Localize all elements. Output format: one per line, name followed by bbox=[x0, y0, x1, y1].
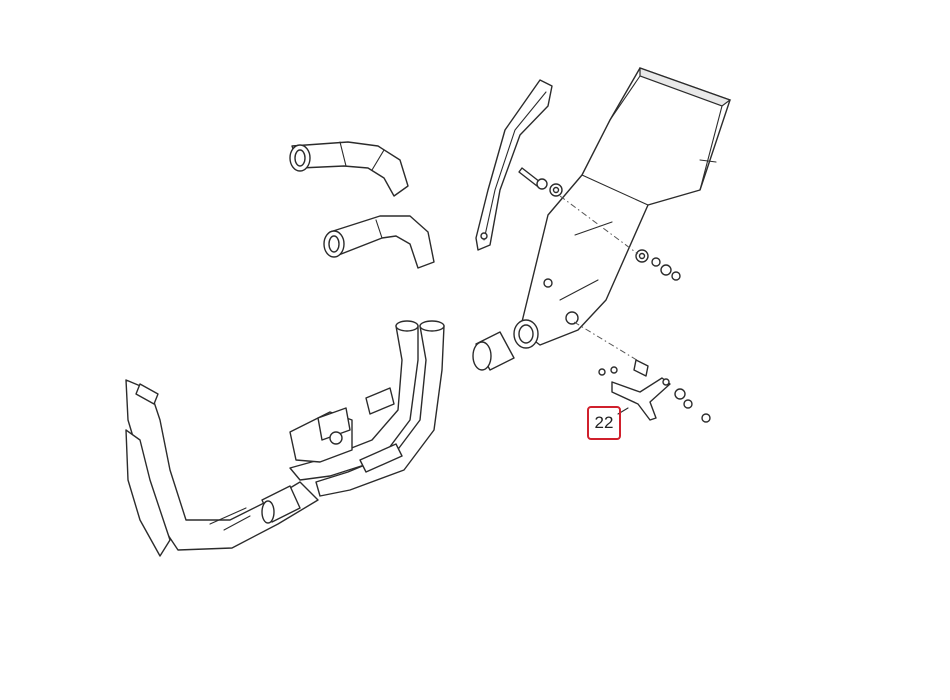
clamp-assembly bbox=[261, 387, 403, 524]
connector-sleeve bbox=[472, 331, 515, 371]
hanger-strap bbox=[475, 79, 553, 251]
callout-label: 22 bbox=[594, 413, 614, 432]
header-pipes bbox=[125, 320, 445, 557]
muffler bbox=[513, 67, 732, 349]
bracket-22 bbox=[573, 321, 711, 423]
callout-22[interactable]: 22 bbox=[587, 406, 621, 440]
small-pipe-upper bbox=[289, 141, 409, 197]
small-pipe-lower bbox=[323, 215, 435, 269]
upper-fasteners bbox=[518, 167, 681, 281]
